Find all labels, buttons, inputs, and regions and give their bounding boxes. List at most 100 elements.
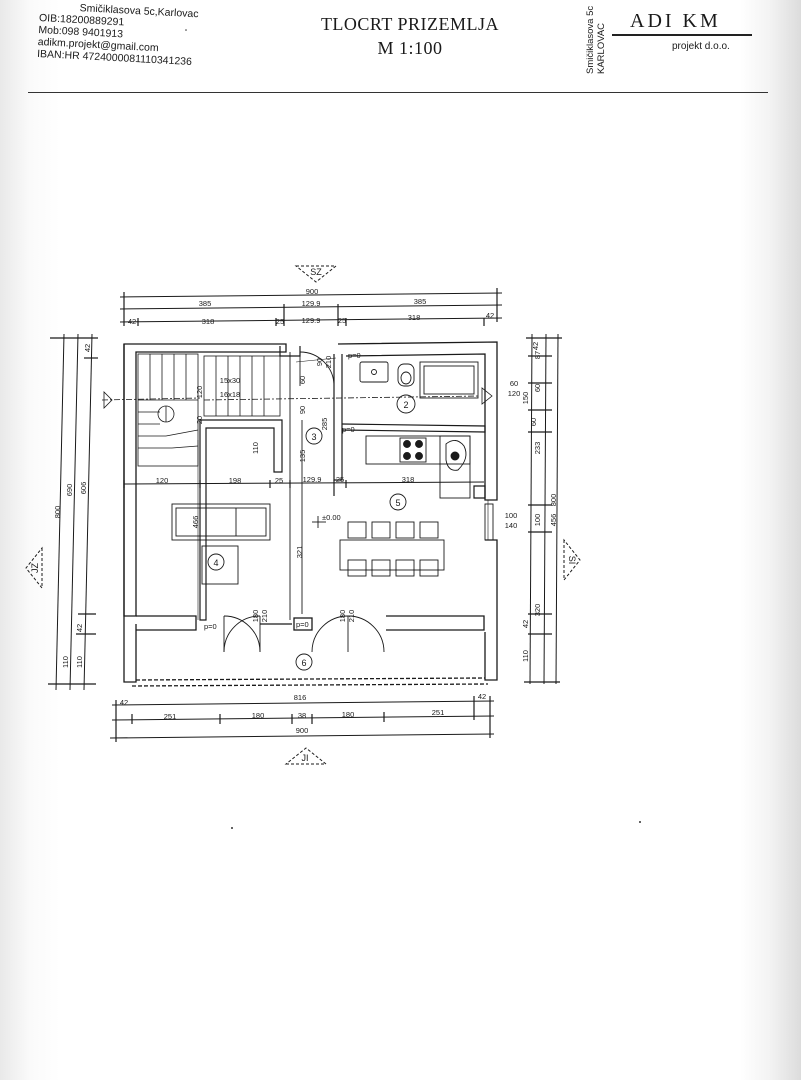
dimension-bottom: 816 42 42 251 180 38 180 251 900	[109, 692, 495, 742]
dim-bottom-total: 900	[296, 726, 309, 735]
threshold-label-kitchen: p=0	[342, 425, 355, 434]
dim-right-d9: 110	[521, 650, 530, 662]
threshold-label-wc: p=0	[296, 620, 309, 629]
paper-specks	[185, 29, 641, 829]
hall-door-height: 210	[324, 356, 333, 369]
title-block	[28, 0, 768, 93]
floor-level-mark: ±0.00	[322, 513, 341, 522]
orientation-east-label: SI	[567, 556, 577, 565]
logo-line	[612, 34, 752, 36]
dim-room2-150: 150	[521, 392, 530, 405]
dim-right-d6: 100	[533, 514, 542, 527]
dim-right-total: 800	[549, 494, 558, 507]
dim-int-25: 25	[275, 476, 283, 485]
dimension-left: 800 690 110 42 606 42 110	[48, 333, 98, 691]
dim-top-d2: 25	[276, 317, 284, 326]
dim-right-window-h: 120	[508, 389, 521, 398]
dim-right-d0: 42	[531, 342, 540, 350]
dim-hall-135: 135	[298, 450, 307, 463]
stair-tread-label: 15x30	[220, 376, 240, 385]
dim-int-120: 120	[156, 476, 169, 485]
dimension-interior-row: 120 198 25 129.9 25 318	[123, 475, 485, 488]
door-left-height: 210	[260, 610, 269, 623]
dining-room: 5 ±0.00	[312, 493, 494, 577]
orientation-west-marker: JZ	[25, 546, 43, 590]
kitchen: p=0	[342, 425, 471, 499]
dim-int-198: 198	[229, 476, 242, 485]
hall-door-width: 90	[315, 358, 324, 366]
dim-bottom-inner: 816	[294, 693, 307, 702]
logo-text: ADI KM	[630, 10, 721, 32]
room-4-label: 4	[213, 558, 218, 568]
dim-right-door-h: 140	[505, 521, 518, 530]
dim-bottom-right: 42	[478, 692, 486, 701]
entrance: 180 210 180 210 p=0 p=0 6	[197, 440, 489, 671]
dim-left-d0: 42	[83, 344, 92, 352]
dim-stair-110: 110	[251, 442, 260, 454]
dim-right-d1: 87	[533, 351, 542, 359]
company-logo: ADI KM projekt d.o.o.	[612, 10, 762, 60]
dim-stair-20: 20	[195, 416, 204, 424]
dim-int-129: 129.9	[303, 475, 322, 484]
door-right-width: 180	[338, 610, 347, 623]
room-5-label: 5	[395, 498, 400, 508]
dim-left-d3: 110	[75, 656, 84, 668]
dim-left-total: 800	[53, 506, 62, 519]
dim-right-door-w: 100	[505, 511, 518, 520]
interior-walls	[199, 346, 486, 621]
dim-right-d2: 60	[533, 384, 542, 392]
dim-right-d7: 320	[533, 604, 542, 617]
bathroom: 2 p=0	[348, 351, 479, 414]
dim-bottom-d1: 251	[164, 712, 177, 721]
dim-top-d6: 42	[486, 311, 494, 320]
dimension-top: 900 385 129.9 385 42 318 25 129.9 25 318…	[119, 287, 503, 326]
dim-left-d2: 42	[75, 624, 84, 632]
dim-room4-466: 466	[191, 516, 200, 529]
threshold-label-bathroom: p=0	[348, 351, 361, 360]
dim-right-d4: 233	[533, 442, 542, 455]
stair-riser-label: 16x18	[220, 390, 240, 399]
dim-stair-120: 120	[195, 386, 204, 399]
dim-bottom-d3: 38	[298, 711, 306, 720]
orientation-south-label: JI	[301, 753, 308, 763]
dim-top-total: 900	[306, 287, 319, 296]
orientation-north-label: SZ	[310, 267, 322, 277]
dim-left-mid1: 110	[61, 656, 70, 668]
dim-right-d3: 60	[529, 418, 538, 426]
dim-top-d0: 42	[128, 317, 136, 326]
exterior-walls	[123, 341, 498, 687]
dim-hall-285: 285	[320, 418, 329, 431]
orientation-west-label: JZ	[30, 563, 40, 574]
dim-hall-60: 60	[298, 376, 307, 384]
dim-right-d5: 456	[549, 514, 558, 527]
sheet-title-block: TLOCRT PRIZEMLJA M 1:100	[300, 12, 520, 60]
dim-int-25b: 25	[336, 475, 344, 484]
dim-hall-90: 90	[298, 406, 307, 414]
dim-bottom-d4: 180	[342, 710, 355, 719]
threshold-label-entrance: p=0	[204, 622, 217, 631]
orientation-east-marker: SI	[563, 538, 581, 582]
room-6-label: 6	[301, 658, 306, 668]
door-left-width: 180	[251, 610, 260, 623]
dim-top-d5: 318	[408, 313, 421, 322]
dim-left-d1: 606	[79, 482, 88, 495]
dim-int-318: 318	[402, 475, 415, 484]
dim-right-window-w: 60	[510, 379, 518, 388]
dim-top-d3: 129.9	[302, 316, 321, 325]
sheet-scale: M 1:100	[377, 38, 443, 58]
dim-left-mid0: 690	[65, 484, 74, 497]
dim-top-left-half: 385	[199, 299, 212, 308]
dim-top-d1: 318	[202, 317, 215, 326]
logo-subtitle: projekt d.o.o.	[672, 41, 730, 52]
dim-bottom-d5: 251	[432, 708, 445, 717]
dim-bottom-d0: 42	[120, 698, 128, 707]
dimension-right: 42 87 60 60 233 456 100 320 42 110 800 6…	[505, 333, 562, 685]
dim-hall-321: 321	[295, 546, 304, 559]
dim-right-d8: 42	[521, 620, 530, 628]
room-3-label: 3	[311, 432, 316, 442]
dim-bottom-d2: 180	[252, 711, 265, 720]
orientation-north-marker: SZ	[294, 265, 338, 283]
dim-top-right-half: 385	[414, 297, 427, 306]
